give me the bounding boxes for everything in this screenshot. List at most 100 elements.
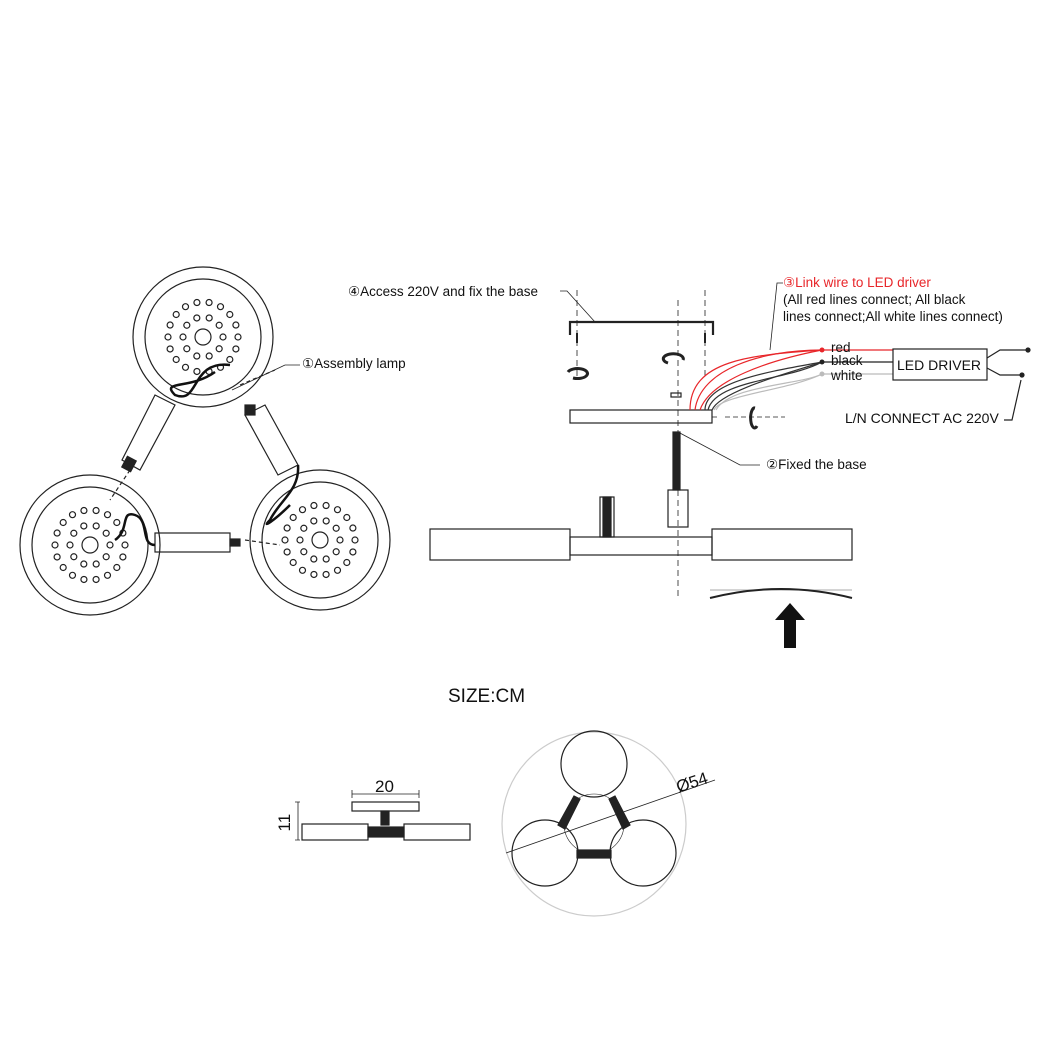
led-dot	[333, 566, 342, 574]
lamp-head-left	[19, 474, 161, 616]
led-dot	[193, 352, 201, 360]
rotate-arrow-icon	[566, 367, 589, 381]
led-dot	[66, 541, 74, 549]
led-dot	[205, 298, 213, 307]
wire-black-label: black	[831, 353, 863, 368]
led-dot	[92, 575, 100, 584]
step-fixed-base-label: ②Fixed the base	[766, 457, 867, 472]
wire-red-label: red	[831, 340, 851, 355]
led-dot	[289, 558, 297, 567]
led-dot	[166, 321, 174, 329]
led-dot	[53, 529, 61, 537]
led-dot	[80, 575, 88, 584]
led-dot	[216, 303, 225, 311]
led-dot	[351, 536, 359, 544]
led-dot	[92, 506, 100, 515]
led-dot	[333, 506, 342, 514]
wire-white-label: white	[831, 368, 863, 383]
lamp-head-top	[132, 266, 274, 408]
led-dot	[310, 517, 318, 525]
led-dot	[103, 511, 112, 519]
led-dot	[322, 555, 330, 563]
rotate-arrow-icon	[661, 352, 685, 365]
led-dot	[59, 518, 67, 527]
led-dot	[121, 541, 129, 549]
led-dot	[310, 570, 318, 579]
led-dot	[193, 367, 201, 376]
led-dot	[219, 333, 227, 341]
led-dot	[300, 548, 308, 556]
led-dot	[80, 506, 88, 515]
led-dot	[164, 333, 172, 341]
led-driver-box	[892, 348, 988, 381]
step-assembly-label: ①Assembly lamp	[302, 356, 406, 371]
led-dot	[68, 511, 77, 519]
led-driver-label: LED DRIVER	[897, 357, 982, 373]
led-dot	[205, 352, 213, 360]
ac-connect-label: L/N CONNECT AC 220V	[845, 410, 999, 426]
led-dot	[283, 524, 291, 532]
led-dot	[183, 345, 191, 353]
led-dot	[106, 541, 114, 549]
dimension-drawings	[295, 730, 716, 917]
led-dot	[80, 522, 88, 530]
step-link-wire-label: ③Link wire to LED driver	[783, 275, 931, 290]
led-dot	[179, 333, 187, 341]
lamp-center	[81, 536, 99, 554]
led-dot	[298, 566, 307, 574]
installation-side-view	[231, 282, 1031, 648]
led-dot	[322, 517, 330, 525]
ceiling-plate	[568, 320, 715, 335]
step-access-label: ④Access 220V and fix the base	[348, 284, 538, 299]
lamp-center	[311, 531, 329, 549]
led-dot	[205, 314, 213, 322]
led-dot	[332, 548, 340, 556]
link-note-line-2: lines connect;All white lines connect)	[783, 309, 1003, 324]
led-dot	[232, 345, 240, 353]
led-dot	[193, 298, 201, 307]
rotate-arrow-icon	[749, 406, 759, 430]
led-dot	[102, 553, 110, 561]
lamp-top-view-exploded	[19, 266, 391, 616]
led-dot	[183, 321, 191, 329]
height-dimension: 11	[275, 813, 295, 832]
led-dot	[322, 570, 330, 579]
led-dot	[51, 541, 59, 549]
led-dot	[215, 345, 223, 353]
led-dot	[226, 355, 234, 364]
led-dot	[215, 321, 223, 329]
led-dot	[59, 563, 67, 572]
led-dot	[70, 529, 78, 537]
led-dot	[298, 506, 307, 514]
led-dot	[103, 571, 112, 579]
led-dot	[172, 310, 180, 319]
led-dot	[226, 310, 234, 319]
arm-bottom	[154, 532, 231, 553]
led-dot	[343, 513, 351, 522]
lamp-head-right	[249, 469, 391, 611]
led-dot	[283, 548, 291, 556]
led-dot	[181, 303, 190, 311]
base-plate	[569, 409, 713, 424]
led-dot	[181, 363, 190, 371]
link-note-line-1: (All red lines connect; All black	[783, 292, 966, 307]
led-dot	[113, 563, 121, 572]
led-dot	[119, 553, 127, 561]
led-dot	[80, 560, 88, 568]
width-dimension: 20	[375, 777, 394, 796]
led-dot	[232, 321, 240, 329]
size-unit-label: SIZE:CM	[448, 686, 526, 707]
rod	[672, 431, 681, 491]
led-dot	[332, 524, 340, 532]
lamp-center	[194, 328, 212, 346]
led-dot	[68, 571, 77, 579]
led-dot	[310, 501, 318, 510]
up-arrow-icon	[775, 603, 805, 648]
led-dot	[70, 553, 78, 561]
led-dot	[102, 529, 110, 537]
led-dot	[166, 345, 174, 353]
led-dot	[113, 518, 121, 527]
led-dot	[349, 524, 357, 532]
